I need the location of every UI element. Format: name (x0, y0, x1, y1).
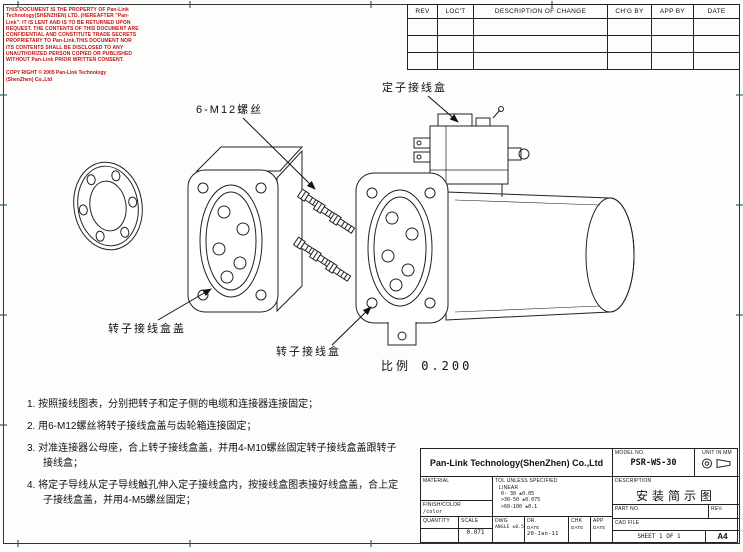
mounting-screws-part (292, 188, 356, 282)
screw (328, 212, 356, 234)
dwg-label: DWG (495, 518, 508, 524)
tolerance-row-3: >60-100 ±0.1 (501, 503, 538, 510)
loct-col-header: LOC'T (437, 4, 474, 19)
material-label: MATERIAL (423, 478, 450, 484)
sheet-size-value: A4 (717, 532, 728, 542)
revision-table: REV LOC'T DESCRIPTION OF CHANGE CH'G BY … (407, 4, 740, 70)
angle-tolerance: ANGLE ±0.5° (495, 525, 525, 530)
revision-row (407, 52, 740, 70)
model-no-value: PSR-WS-30 (630, 458, 677, 468)
description-label: DESCRIPTION (615, 478, 652, 484)
motor-housing-part (445, 191, 635, 321)
copyright-notice: COPY RIGHT © 2005 Pan-Link Technology (S… (6, 70, 107, 83)
chk-date-label: DATE (571, 525, 584, 530)
rotor-junction-box-part (355, 172, 449, 346)
app-label: APP (593, 518, 604, 524)
app-cell: APP DATE (591, 517, 613, 543)
label-screws: 6-M12螺丝 (196, 104, 264, 116)
instruction-step-2: 2. 用6-M12螺丝将转子接线盒盖与齿轮箱连接固定； (27, 421, 257, 432)
company-name: Pan-Link Technology(ShenZhen) Co.,Ltd (429, 457, 604, 468)
cad-file-label: CAD FILE (615, 520, 640, 526)
part-no-label: PART NO. (615, 506, 640, 512)
label-rotor-box: 转子接线盒 (276, 346, 341, 358)
chk-label: CHK (571, 518, 583, 524)
rev-label: REV. (711, 506, 724, 512)
revision-row (407, 18, 740, 36)
dr-label: DR. (527, 518, 537, 524)
description-cell: DESCRIPTION 安装简示图 (613, 477, 739, 505)
app-date-label: DATE (593, 525, 606, 530)
stator-junction-box-part (413, 106, 530, 197)
flange-gasket-part (73, 161, 143, 251)
tolerance-cell: TOL UNLESS SPECIFIED LINEAR 0- 30 ±0.05 … (493, 477, 613, 517)
description-col-header: DESCRIPTION OF CHANGE (473, 4, 608, 19)
quantity-cell: QUANTITY (421, 517, 459, 529)
dr-date-value: 20-Jan-11 (527, 531, 559, 537)
scale-label: SCALE (461, 518, 479, 524)
rev-col-header: REV (407, 4, 438, 19)
part-no-cell: PART NO. (613, 505, 709, 519)
scale-cell: SCALE (459, 517, 493, 529)
instruction-step-4: 4. 将定子导线从定子导线触孔伸入定子接线盒内，按接线盒图表接好线盒盖，合上定子… (27, 480, 399, 506)
finish-color-cell: FINISH/COLOR /color (421, 501, 493, 517)
model-no-label: MODEL NO. (615, 450, 645, 456)
label-stator-box: 定子接线盒 (382, 82, 447, 94)
label-rotor-box-cover: 转子接线盒盖 (108, 323, 186, 335)
date-col-header: DATE (693, 4, 740, 19)
app-by-col-header: APP BY (651, 4, 694, 19)
company-cell: Pan-Link Technology(ShenZhen) Co.,Ltd (421, 449, 613, 477)
confidentiality-notice: THIS DOCUMENT IS THE PROPERTY OF Pan-Lin… (6, 7, 139, 63)
scale-value: 0.071 (466, 529, 485, 536)
finish-color-value: /color (423, 509, 443, 515)
dwg-cell: DWG ANGLE ±0.5° (493, 517, 525, 543)
tolerance-row-1: 0- 30 ±0.05 (501, 491, 535, 497)
revision-row (407, 35, 740, 53)
unit-label: UNIT IN MM (702, 450, 732, 456)
tolerance-row-2: >30-50 ±0.075 (501, 497, 541, 504)
chk-cell: CHK DATE (569, 517, 591, 543)
unit-cell: UNIT IN MM (695, 449, 739, 477)
rev-cell: REV. (709, 505, 739, 519)
quantity-label: QUANTITY (423, 518, 450, 524)
cad-file-cell: CAD FILE (613, 519, 739, 531)
screw (324, 260, 352, 282)
dr-date-label: DATE (527, 525, 540, 530)
revision-header-row: REV LOC'T DESCRIPTION OF CHANGE CH'G BY … (407, 4, 740, 19)
tolerance-linear-label: LINEAR (499, 485, 519, 491)
scale-value-cell: 0.071 (459, 529, 493, 543)
leader-lines (157, 95, 459, 346)
title-block: Pan-Link Technology(ShenZhen) Co.,Ltd MO… (420, 448, 739, 543)
scale-note: 比例 0.200 (381, 359, 473, 373)
assembly-instructions: 1. 按照接线图表，分别把转子和定子侧的电缆和连接器连接固定； 2. 用6-M1… (27, 397, 405, 515)
dr-cell: DR. DATE 20-Jan-11 (525, 517, 569, 543)
instruction-step-1: 1. 按照接线图表，分别把转子和定子侧的电缆和连接器连接固定； (27, 399, 319, 410)
sheet-cell: SHEET 1 OF 1 (613, 531, 706, 543)
projection-symbol-icon (702, 458, 731, 469)
tolerance-title: TOL UNLESS SPECIFIED (495, 478, 558, 484)
material-cell: MATERIAL (421, 477, 493, 501)
quantity-value-cell (421, 529, 459, 543)
sheet-value: SHEET 1 OF 1 (637, 533, 681, 541)
rotor-box-cover-part (187, 146, 304, 313)
instruction-step-3: 3. 对准连接器公母座，合上转子接线盒盖，并用4-M10螺丝固定转子接线盒盖跟转… (27, 443, 397, 469)
finish-color-label: FINISH/COLOR (423, 502, 461, 508)
model-cell: MODEL NO. PSR-WS-30 (613, 449, 695, 477)
description-value: 安装简示图 (635, 489, 716, 503)
chg-by-col-header: CH'G BY (607, 4, 652, 19)
sheet-size-cell: A4 (706, 531, 739, 543)
